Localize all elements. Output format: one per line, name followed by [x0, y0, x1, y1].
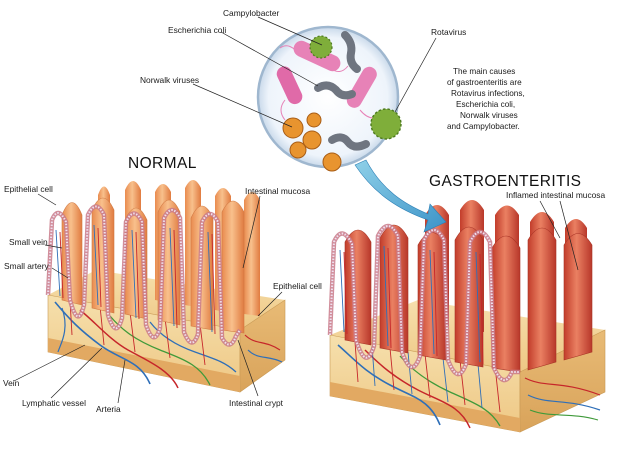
- causes-note-line: of gastroenteritis are: [447, 78, 522, 87]
- label-vein: Vein: [3, 378, 20, 388]
- causes-note-line: The main causes: [453, 67, 515, 76]
- causes-note-line: Rotavirus infections,: [451, 89, 525, 98]
- gastro-muscle-band: [330, 382, 520, 432]
- gastro-tissue-block: [327, 200, 606, 433]
- rotavirus-particles: [309, 35, 402, 140]
- leader-lines: [13, 16, 579, 404]
- label-small-artery: Small artery: [4, 261, 49, 271]
- normal-muscle-band: [48, 338, 240, 392]
- normal-tissue-block: [45, 180, 286, 393]
- gastro-crypt-section: [327, 223, 520, 383]
- label-escherichia-coli: Escherichia coli: [168, 25, 226, 35]
- heading-gastroenteritis: GASTROENTERITIS: [429, 173, 581, 190]
- normal-side-face: [239, 299, 286, 393]
- causes-note-line: Escherichia coli,: [456, 100, 515, 109]
- label-intestinal-crypt: Intestinal crypt: [229, 398, 284, 408]
- label-rotavirus: Rotavirus: [431, 27, 466, 37]
- label-campylobacter: Campylobacter: [223, 8, 280, 18]
- label-small-vein: Small vein: [9, 237, 48, 247]
- label-epithelial-cell-left: Epithelial cell: [4, 184, 53, 194]
- heading-normal: NORMAL: [128, 155, 197, 172]
- transition-arrow: [354, 159, 447, 233]
- causes-note-line: Norwalk viruses: [460, 111, 518, 120]
- normal-crypt-section: [45, 204, 242, 347]
- normal-vessels: [54, 299, 283, 389]
- label-epithelial-cell-right: Epithelial cell: [273, 281, 322, 291]
- pathogen-magnifier: [256, 25, 402, 172]
- label-arteria: Arteria: [96, 404, 121, 414]
- causes-note: The main causes of gastroenteritis are R…: [447, 67, 525, 131]
- label-intestinal-mucosa: Intestinal mucosa: [245, 186, 311, 196]
- label-lymphatic-vessel: Lymphatic vessel: [22, 398, 86, 408]
- norwalk-virus-particles: [282, 112, 342, 172]
- label-norwalk-viruses: Norwalk viruses: [140, 75, 199, 85]
- campylobacter-bacteria: [314, 31, 370, 151]
- causes-note-line: and Campylobacter.: [447, 122, 520, 131]
- gastro-villi-front: [344, 224, 593, 373]
- label-inflamed-intestinal-mucosa: Inflamed intestinal mucosa: [506, 190, 605, 200]
